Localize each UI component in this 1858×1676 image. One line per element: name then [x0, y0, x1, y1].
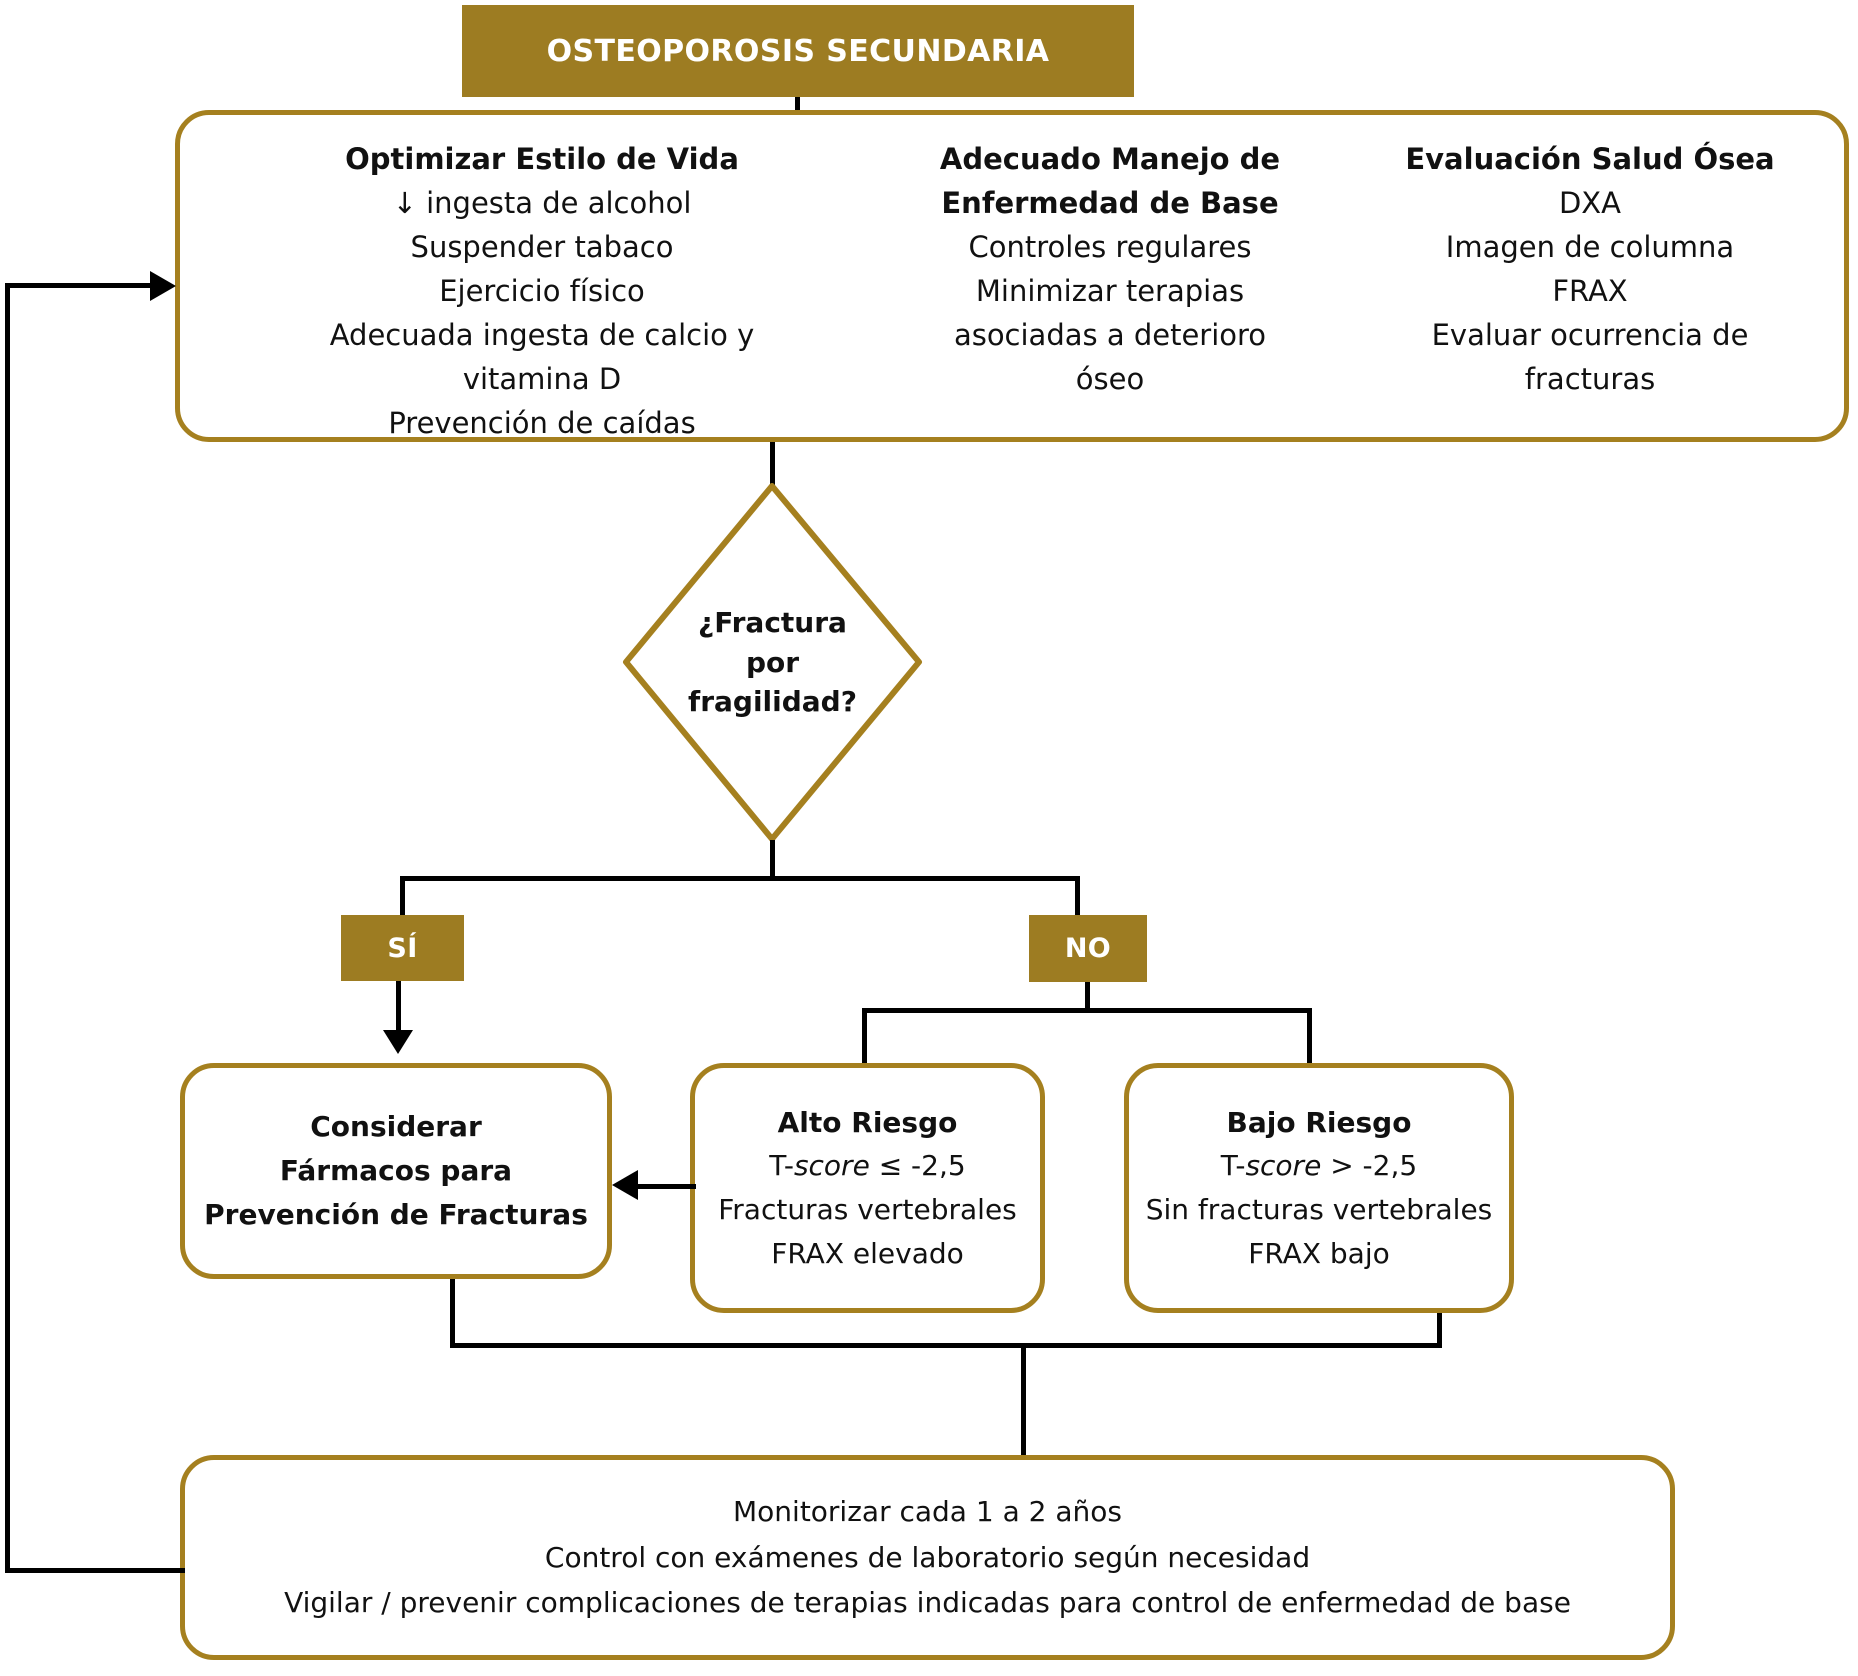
chip-no-label: NO — [1064, 933, 1112, 964]
column-bone-health: Evaluación Salud Ósea DXA Imagen de colu… — [1370, 137, 1810, 401]
disease-heading-line-1: Adecuado Manejo de — [939, 142, 1281, 176]
lifestyle-heading: Optimizar Estilo de Vida — [345, 142, 739, 176]
lifestyle-line-2: Suspender tabaco — [410, 230, 674, 265]
low-risk-tscore: T-score > -2,5 — [1221, 1144, 1417, 1188]
low-risk-text: Bajo Riesgo T-score > -2,5 Sin fracturas… — [1129, 1068, 1509, 1308]
bone-health-line-5: fracturas — [1524, 362, 1656, 397]
high-risk-tscore-italic: score — [793, 1149, 870, 1183]
connector-low-risk-down — [1437, 1313, 1442, 1348]
high-risk-text: Alto Riesgo T-score ≤ -2,5 Fracturas ver… — [695, 1068, 1040, 1308]
arrow-head-feedback-to-actions — [150, 271, 176, 301]
low-risk-tscore-italic: score — [1245, 1149, 1322, 1183]
column-disease-management: Adecuado Manejo de Enfermedad de Base Co… — [880, 137, 1340, 401]
lifestyle-line-6: Prevención de caídas — [388, 406, 696, 441]
column-lifestyle: Optimizar Estilo de Vida ↓ ingesta de al… — [232, 137, 852, 446]
monitoring-line-3: Vigilar / prevenir complicaciones de ter… — [284, 1586, 1571, 1620]
low-risk-line-2: Sin fracturas vertebrales — [1145, 1193, 1493, 1226]
decision-diamond: ¿Fractura por fragilidad? — [620, 480, 925, 845]
connector-risk-split-bar — [862, 1008, 1312, 1013]
connector-merge-to-monitor — [1021, 1343, 1026, 1458]
high-risk-tscore-prefix: T- — [769, 1149, 794, 1183]
low-risk-heading: Bajo Riesgo — [1226, 1105, 1412, 1139]
diamond-shape — [623, 483, 922, 842]
consider-line-2: Fármacos para — [279, 1154, 513, 1188]
disease-line-2: Minimizar terapias — [975, 274, 1245, 309]
arrow-head-high-risk-to-consider — [612, 1170, 638, 1200]
connector-merge-bar — [450, 1343, 1442, 1348]
disease-heading-line-2: Enfermedad de Base — [941, 186, 1279, 221]
connector-decision-stem — [770, 840, 775, 880]
box-consider-pharmacotherapy: Considerar Fármacos para Prevención de F… — [180, 1063, 612, 1279]
high-risk-heading: Alto Riesgo — [777, 1105, 958, 1139]
connector-branch-yes — [400, 876, 405, 918]
consider-text: Considerar Fármacos para Prevención de F… — [185, 1068, 607, 1274]
connector-branch-no — [1075, 876, 1080, 918]
connector-high-risk-to-consider — [638, 1184, 696, 1189]
box-low-risk: Bajo Riesgo T-score > -2,5 Sin fracturas… — [1124, 1063, 1514, 1313]
connector-feedback-top — [5, 283, 153, 288]
box-high-risk: Alto Riesgo T-score ≤ -2,5 Fracturas ver… — [690, 1063, 1045, 1313]
bone-health-heading: Evaluación Salud Ósea — [1405, 142, 1775, 176]
bone-health-line-3: FRAX — [1552, 274, 1628, 309]
lifestyle-line-5: vitamina D — [462, 362, 622, 397]
connector-consider-down — [450, 1279, 455, 1348]
connector-yes-to-consider — [396, 981, 401, 1033]
chip-yes: SÍ — [341, 915, 464, 981]
box-monitoring: Monitorizar cada 1 a 2 años Control con … — [180, 1455, 1675, 1660]
low-risk-tscore-prefix: T- — [1220, 1149, 1246, 1183]
low-risk-line-3: FRAX bajo — [1248, 1236, 1390, 1270]
bone-health-line-4: Evaluar ocurrencia de — [1431, 318, 1749, 353]
connector-to-low-risk — [1307, 1008, 1312, 1066]
arrow-head-yes-to-consider — [383, 1030, 413, 1054]
lifestyle-line-1: ↓ ingesta de alcohol — [392, 186, 692, 221]
connector-to-high-risk — [862, 1008, 867, 1066]
lifestyle-line-4: Adecuada ingesta de calcio y — [329, 318, 755, 353]
connector-feedback-bottom — [5, 1568, 185, 1573]
low-risk-tscore-suffix: > -2,5 — [1321, 1149, 1418, 1183]
connector-branch-bar — [400, 876, 1080, 881]
high-risk-line-3: FRAX elevado — [771, 1236, 964, 1270]
monitoring-text: Monitorizar cada 1 a 2 años Control con … — [185, 1460, 1670, 1655]
monitoring-line-2: Control con exámenes de laboratorio segú… — [544, 1540, 1311, 1574]
high-risk-tscore: T-score ≤ -2,5 — [769, 1144, 965, 1188]
header-title: OSTEOPOROSIS SECUNDARIA — [546, 33, 1050, 69]
decision-label: ¿Fractura por fragilidad? — [620, 480, 925, 845]
monitoring-line-1: Monitorizar cada 1 a 2 años — [733, 1495, 1122, 1529]
bone-health-line-1: DXA — [1558, 186, 1622, 221]
connector-actions-to-decision — [770, 442, 775, 488]
decision-line-2: por — [745, 645, 800, 679]
disease-line-1: Controles regulares — [968, 230, 1252, 265]
disease-line-4: óseo — [1075, 362, 1145, 397]
decision-line-3: fragilidad? — [688, 685, 857, 719]
chip-no: NO — [1029, 915, 1147, 982]
chip-yes-label: SÍ — [387, 932, 418, 964]
bone-health-line-2: Imagen de columna — [1445, 230, 1735, 265]
connector-feedback-left — [5, 283, 10, 1573]
connector-no-stem — [1085, 982, 1090, 1010]
consider-line-1: Considerar — [310, 1110, 482, 1144]
decision-line-1: ¿Fractura — [698, 605, 847, 639]
header-banner: OSTEOPOROSIS SECUNDARIA — [462, 5, 1134, 97]
main-actions-box: Optimizar Estilo de Vida ↓ ingesta de al… — [175, 110, 1849, 442]
lifestyle-line-3: Ejercicio físico — [439, 274, 645, 309]
disease-line-3: asociadas a deterioro — [953, 318, 1267, 353]
consider-line-3: Prevención de Fracturas — [204, 1197, 588, 1231]
high-risk-line-2: Fracturas vertebrales — [718, 1193, 1017, 1226]
connector-root-to-actions — [795, 97, 800, 113]
high-risk-tscore-suffix: ≤ -2,5 — [869, 1149, 966, 1183]
